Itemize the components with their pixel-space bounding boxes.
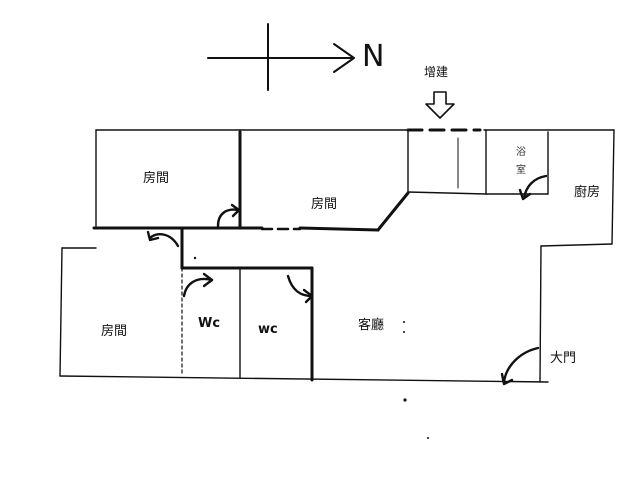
room-label-side-b: 室 — [516, 165, 526, 176]
outer-walls — [59, 129, 615, 383]
room-label-side-a: 浴 — [516, 147, 526, 158]
extension-label: 增建 — [424, 65, 449, 79]
north-label: N — [362, 39, 385, 74]
room-label-wc-right: wc — [258, 322, 278, 337]
inner-walls — [92, 130, 410, 382]
door-swing-icon — [502, 346, 540, 384]
room-label-living-room: 客廳 — [358, 318, 385, 333]
scan-specks — [193, 256, 429, 439]
room-label-wc-left: Wc — [198, 316, 221, 331]
room-label-kitchen: 廚房 — [574, 185, 601, 200]
door-swing-icon — [148, 233, 180, 248]
room-label-main-door: 大門 — [550, 351, 577, 366]
door-swing-icon — [182, 277, 214, 298]
compass-arrow-icon — [207, 23, 355, 91]
door-swing-icon — [286, 274, 314, 298]
door-swing-icon — [522, 174, 548, 200]
door-swing-icons — [146, 174, 548, 386]
door-swing-icon — [216, 208, 240, 228]
room-label-bedroom-top-left: 房間 — [143, 171, 170, 186]
room-label-bedroom-bottom-left: 房間 — [101, 324, 128, 339]
room-label-bedroom-top-middle: 房間 — [311, 197, 338, 212]
extension-arrow-icon — [425, 91, 455, 119]
